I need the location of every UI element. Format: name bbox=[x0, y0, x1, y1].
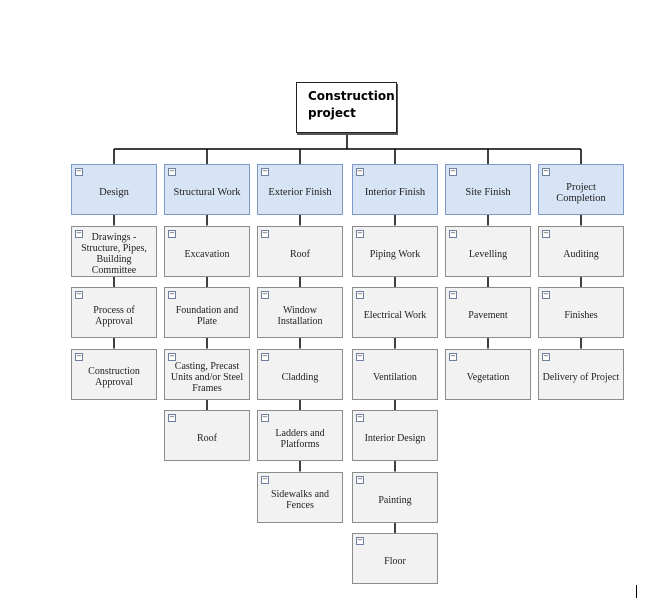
task-roof[interactable]: − Roof bbox=[164, 410, 250, 461]
category-exterior-finish[interactable]: − Exterior Finish bbox=[257, 164, 343, 215]
category-label: Project Completion bbox=[556, 181, 606, 204]
task-label: Foundation and Plate bbox=[175, 304, 239, 327]
task-piping-work[interactable]: −Piping Work bbox=[352, 225, 438, 277]
task-painting[interactable]: − Painting bbox=[352, 471, 438, 523]
category-label: Structural Work bbox=[173, 187, 241, 198]
collapse-icon[interactable]: − bbox=[449, 167, 457, 176]
collapse-icon[interactable]: − bbox=[356, 290, 364, 299]
task-ladders-and-platforms[interactable]: −Ladders and Platforms bbox=[257, 410, 343, 461]
task-vegetation[interactable]: −Vegetation bbox=[445, 348, 531, 400]
collapse-icon[interactable]: − bbox=[449, 228, 457, 238]
root-label: Construction project bbox=[308, 89, 395, 120]
collapse-icon[interactable]: − bbox=[542, 290, 550, 299]
category-structural-work[interactable]: − Structural Work bbox=[164, 164, 250, 215]
collapse-icon[interactable]: − bbox=[168, 351, 176, 361]
task-label: Pavement bbox=[468, 310, 508, 321]
task-label: Process of Approval bbox=[93, 304, 135, 327]
task-label: Excavation bbox=[184, 248, 230, 260]
collapse-icon[interactable]: − bbox=[168, 167, 176, 176]
collapse-icon[interactable]: − bbox=[356, 413, 364, 422]
task-sidewalks-and-fences[interactable]: −Sidewalks and Fences bbox=[257, 471, 343, 523]
task-label: Interior Design bbox=[364, 433, 426, 444]
task-label: Painting bbox=[378, 494, 412, 506]
text-cursor bbox=[636, 585, 637, 598]
task-label: Sidewalks and Fences bbox=[270, 489, 330, 511]
collapse-icon[interactable]: − bbox=[542, 351, 550, 361]
task-label: Ventilation bbox=[373, 371, 417, 383]
category-project-completion[interactable]: −Project Completion bbox=[538, 164, 624, 215]
collapse-icon[interactable]: − bbox=[261, 167, 269, 176]
collapse-icon[interactable]: − bbox=[542, 167, 550, 176]
collapse-icon[interactable]: − bbox=[168, 413, 176, 422]
collapse-icon[interactable]: − bbox=[449, 351, 457, 361]
task-delivery-of-project[interactable]: − Delivery of Project bbox=[538, 348, 624, 400]
task-construction-approval[interactable]: −Construction Approval bbox=[71, 348, 157, 400]
collapse-icon[interactable]: − bbox=[168, 228, 176, 238]
task-label: Delivery of Project bbox=[542, 371, 620, 383]
collapse-icon[interactable]: − bbox=[356, 474, 364, 484]
task-label: Construction Approval bbox=[88, 366, 140, 388]
collapse-icon[interactable]: − bbox=[75, 290, 83, 299]
collapse-icon[interactable]: − bbox=[356, 351, 364, 361]
collapse-icon[interactable]: − bbox=[542, 228, 550, 238]
task-label: Roof bbox=[197, 433, 217, 444]
collapse-icon[interactable]: − bbox=[261, 413, 269, 422]
task-levelling[interactable]: − Levelling bbox=[445, 225, 531, 277]
task-label: Finishes bbox=[564, 310, 598, 321]
collapse-icon[interactable]: − bbox=[261, 228, 269, 238]
task-ventilation[interactable]: −Ventilation bbox=[352, 348, 438, 400]
task-label: Levelling bbox=[468, 248, 508, 260]
task-excavation[interactable]: −Excavation bbox=[164, 225, 250, 277]
task-label: Auditing bbox=[563, 248, 599, 260]
task-cladding[interactable]: − Cladding bbox=[257, 348, 343, 400]
category-site-finish[interactable]: − Site Finish bbox=[445, 164, 531, 215]
task-label: Cladding bbox=[281, 371, 319, 383]
category-label: Interior Finish bbox=[364, 187, 426, 198]
collapse-icon[interactable]: − bbox=[75, 228, 83, 238]
task-roof[interactable]: − Roof bbox=[257, 225, 343, 277]
task-finishes[interactable]: − Finishes bbox=[538, 287, 624, 338]
task-pavement[interactable]: − Pavement bbox=[445, 287, 531, 338]
category-interior-finish[interactable]: − Interior Finish bbox=[352, 164, 438, 215]
collapse-icon[interactable]: − bbox=[75, 167, 83, 176]
collapse-icon[interactable]: − bbox=[356, 536, 364, 545]
task-interior-design[interactable]: − Interior Design bbox=[352, 410, 438, 461]
task-label: Window Installation bbox=[277, 304, 323, 327]
task-floor[interactable]: − Floor bbox=[352, 533, 438, 584]
task-window-installation[interactable]: −Window Installation bbox=[257, 287, 343, 338]
collapse-icon[interactable]: − bbox=[261, 290, 269, 299]
category-label: Exterior Finish bbox=[268, 187, 332, 198]
task-electrical-work[interactable]: − Electrical Work bbox=[352, 287, 438, 338]
category-design[interactable]: − Design bbox=[71, 164, 157, 215]
task-auditing[interactable]: − Auditing bbox=[538, 225, 624, 277]
task-label: Piping Work bbox=[369, 248, 421, 260]
task-label: Ladders and Platforms bbox=[275, 427, 325, 450]
collapse-icon[interactable]: − bbox=[261, 351, 269, 361]
task-label: Casting, Precast Units and/or Steel Fram… bbox=[170, 360, 244, 394]
task-foundation-and-plate[interactable]: − Foundation and Plate bbox=[164, 287, 250, 338]
category-label: Site Finish bbox=[465, 187, 511, 198]
task-drawings-structure-pipes-building-committee[interactable]: −Drawings - Structure, Pipes, Building C… bbox=[71, 225, 157, 277]
root-node[interactable]: Construction project bbox=[296, 82, 397, 133]
category-label: Design bbox=[99, 187, 129, 198]
collapse-icon[interactable]: − bbox=[449, 290, 457, 299]
task-process-of-approval[interactable]: − Process of Approval bbox=[71, 287, 157, 338]
task-casting-precast-units-and-or-steel-frames[interactable]: −Casting, Precast Units and/or Steel Fra… bbox=[164, 348, 250, 400]
task-label: Electrical Work bbox=[363, 310, 427, 321]
collapse-icon[interactable]: − bbox=[168, 290, 176, 299]
collapse-icon[interactable]: − bbox=[75, 351, 83, 361]
task-label: Roof bbox=[290, 248, 310, 260]
task-label: Vegetation bbox=[466, 371, 510, 383]
collapse-icon[interactable]: − bbox=[261, 474, 269, 484]
collapse-icon[interactable]: − bbox=[356, 228, 364, 238]
task-label: Drawings - Structure, Pipes, Building Co… bbox=[81, 232, 147, 276]
task-label: Floor bbox=[384, 556, 406, 567]
collapse-icon[interactable]: − bbox=[356, 167, 364, 176]
